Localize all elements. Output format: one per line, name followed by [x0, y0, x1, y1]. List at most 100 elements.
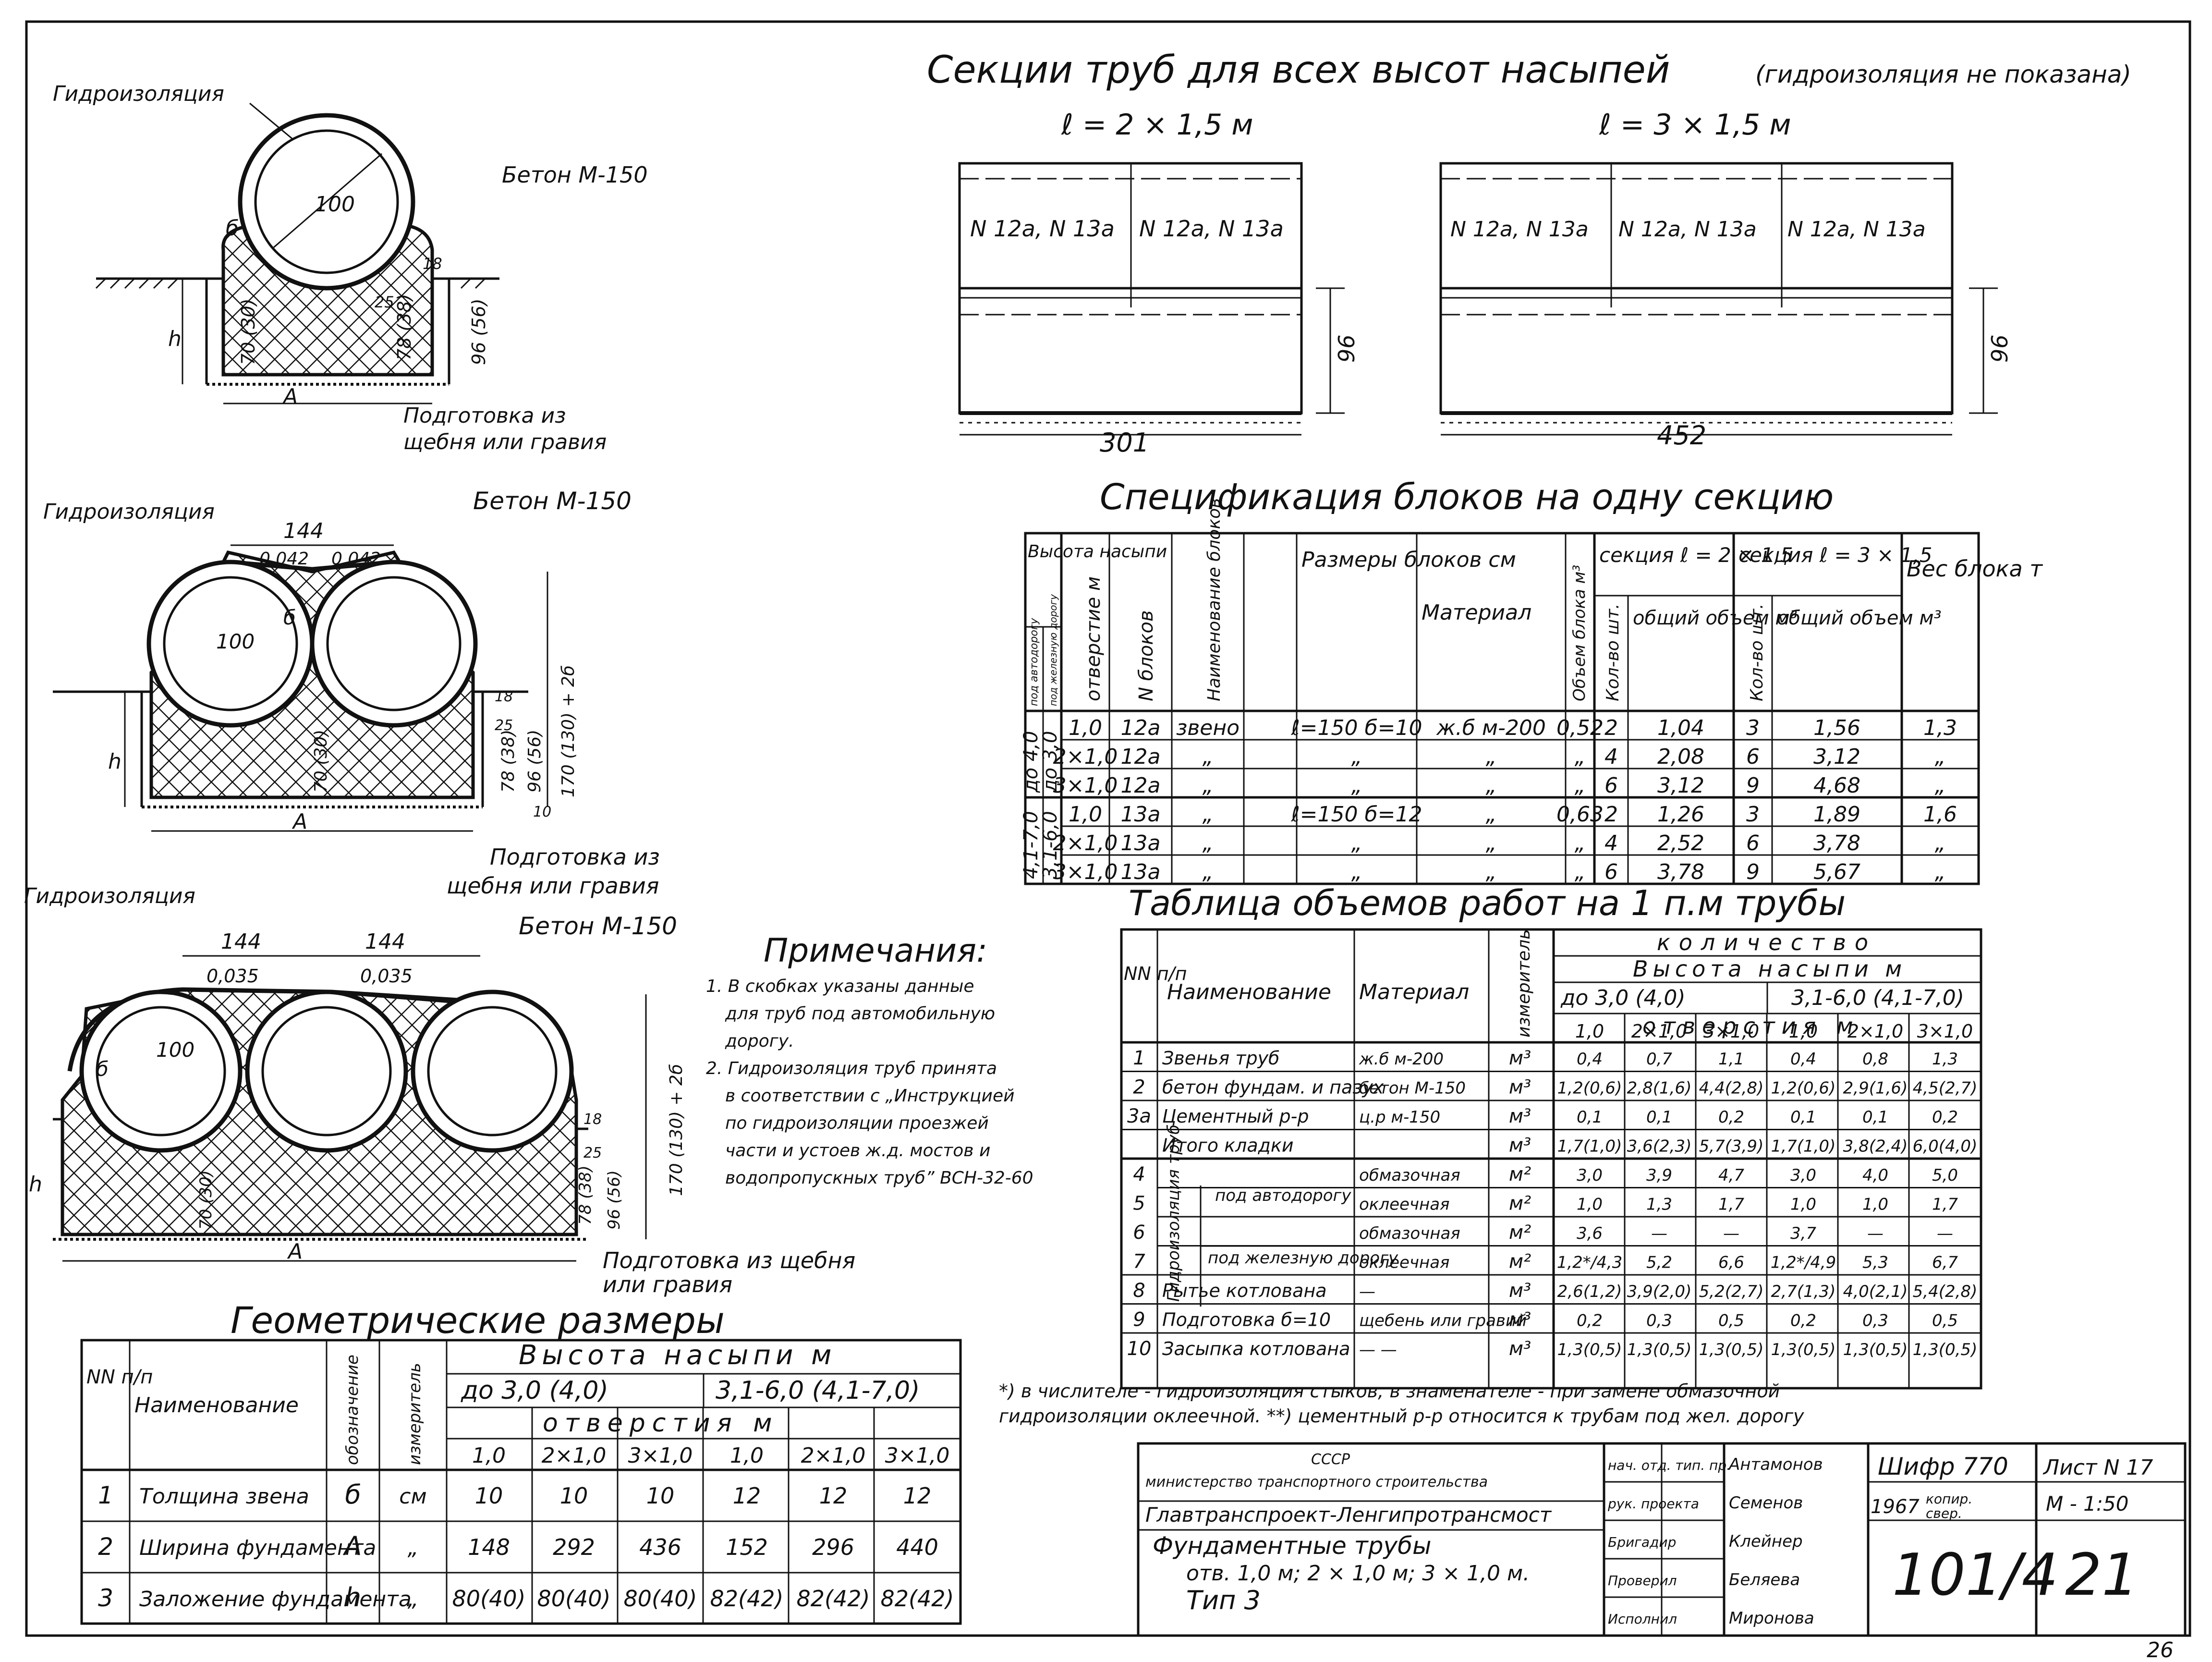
- stamp-name: Клейнер: [1729, 1532, 1803, 1551]
- geom-row-unit: „: [408, 1587, 419, 1612]
- works-row-number: 9: [1133, 1309, 1145, 1331]
- stamp-name: Миронова: [1729, 1609, 1814, 1628]
- works-cell: —: [1937, 1224, 1953, 1243]
- footnote-line-2: гидроизоляции оклеечной. **) цементный р…: [999, 1405, 1804, 1427]
- spec-h-nblock: N блоков: [1135, 610, 1157, 701]
- geom-cell: 82(42): [881, 1586, 954, 1612]
- spec-group-1-rail: до 3,0: [1039, 731, 1061, 793]
- works-cell: 4,0: [1862, 1166, 1888, 1185]
- spec-cell: 6: [1604, 773, 1618, 798]
- works-cell: 2,8(1,6): [1627, 1079, 1692, 1098]
- d2-concrete: Бетон М-150: [473, 487, 632, 515]
- stamp-doc: 101/4: [1892, 1542, 2058, 1609]
- spec-h-opening: отверстие м: [1082, 576, 1105, 701]
- section-left-height: 96: [1334, 334, 1360, 363]
- d2-dim-1: 70 (30): [311, 730, 331, 793]
- geom-row-unit: см: [399, 1484, 426, 1509]
- spec-cell: ℓ=150 б=10: [1290, 716, 1422, 740]
- d2-dim-4: 170 (130) + 2б: [559, 665, 578, 797]
- note-line-1: 1. В скобках указаны данные: [706, 977, 974, 996]
- works-row-unit: м²: [1509, 1163, 1531, 1185]
- d3-dim-3: 96 (56): [605, 1170, 624, 1230]
- geom-opening-header: 1,0: [472, 1443, 506, 1468]
- geom-cell: 10: [646, 1483, 675, 1509]
- spec-cell: „: [1575, 831, 1586, 855]
- geom-opening-header: 3×1,0: [628, 1443, 693, 1468]
- works-row-unit: м²: [1509, 1222, 1531, 1244]
- spec-h-material: Материал: [1422, 600, 1531, 625]
- spec-cell: „: [1486, 802, 1497, 827]
- works-cell: 4,5(2,7): [1913, 1079, 1978, 1098]
- d3-slope-1: 0,035: [207, 965, 259, 987]
- d3-concrete: Бетон М-150: [519, 912, 677, 940]
- works-cell: 2,7(1,3): [1771, 1282, 1836, 1301]
- section-right-drawing: [1439, 162, 1998, 436]
- spec-cell: 3: [1746, 716, 1760, 740]
- d1-prep-1: Подготовка из: [403, 403, 566, 428]
- works-cell: 6,7: [1932, 1253, 1958, 1272]
- spec-cell: 12а: [1121, 745, 1161, 769]
- works-row-name: Цементный р-р: [1162, 1106, 1309, 1127]
- works-row-material: обмазочная: [1359, 1166, 1460, 1185]
- d3-dim-1: 70 (30): [196, 1170, 216, 1230]
- works-cell: 2,6(1,2): [1557, 1282, 1622, 1301]
- works-row-material: обмазочная: [1359, 1224, 1460, 1243]
- spec-cell: 3: [1746, 802, 1760, 827]
- geom-cell: 148: [468, 1534, 510, 1560]
- works-cell: 1,3(0,5): [1913, 1340, 1978, 1359]
- works-cell: 3,0: [1790, 1166, 1816, 1185]
- d2-dim-2: 78 (38): [498, 730, 518, 793]
- spec-table-grid: [1024, 532, 1980, 885]
- works-cell: 1,3(0,5): [1627, 1340, 1692, 1359]
- works-cell: 0,3: [1646, 1311, 1672, 1331]
- works-row-unit: м³: [1509, 1076, 1531, 1099]
- geom-cell: 436: [639, 1534, 681, 1560]
- spec-cell: „: [1203, 860, 1214, 884]
- spec-cell: 12а: [1121, 716, 1161, 740]
- works-cell: 1,3: [1646, 1195, 1672, 1214]
- spec-group-1-auto: до 4,0: [1020, 731, 1042, 793]
- stamp-org-2: министерство транспортного строительства: [1145, 1474, 1488, 1491]
- spec-cell: 3×1,0: [1053, 773, 1118, 798]
- note-line-4: 2. Гидроизоляция труб принята: [706, 1059, 997, 1078]
- works-cell: 1,1: [1718, 1050, 1744, 1069]
- spec-cell: „: [1203, 745, 1214, 769]
- works-cell: 1,0: [1790, 1195, 1816, 1214]
- stamp-code: Шифр 770: [1878, 1453, 2008, 1480]
- d3-diameter: 100: [156, 1038, 194, 1062]
- works-row-unit: м³: [1509, 1135, 1531, 1157]
- spec-cell: 3,78: [1657, 860, 1704, 884]
- stamp-role: рук. проекта: [1607, 1496, 1699, 1512]
- works-row-material: ж.б м-200: [1359, 1050, 1444, 1069]
- spec-cell: „: [1935, 773, 1946, 798]
- geom-row-name: Ширина фундамента: [139, 1536, 376, 1560]
- works-row-number: 4: [1133, 1163, 1145, 1185]
- works-cell: 0,7: [1646, 1050, 1672, 1069]
- geom-cell: 82(42): [797, 1586, 870, 1612]
- geom-h-g2: 3,1-6,0 (4,1-7,0): [716, 1376, 920, 1405]
- works-cell: 4,7: [1718, 1166, 1744, 1185]
- geom-opening-header: 2×1,0: [801, 1443, 866, 1468]
- works-row-number: 1: [1133, 1047, 1145, 1069]
- d3-a: А: [287, 1239, 303, 1264]
- geom-row-unit: „: [408, 1536, 419, 1560]
- geom-h-height: Высота насыпи м: [519, 1340, 836, 1371]
- works-opening-header: 2×1,0: [1847, 1021, 1903, 1042]
- spec-h-sec2: секция ℓ = 2 × 1,5: [1599, 543, 1793, 567]
- stamp-name: Беляева: [1729, 1570, 1800, 1589]
- works-row-name: Рытье котлована: [1162, 1280, 1327, 1301]
- works-cell: 1,0: [1577, 1195, 1603, 1214]
- spec-cell: „: [1351, 745, 1362, 769]
- spec-cell: 1,26: [1657, 802, 1704, 827]
- spec-h-volume: Объем блока м³: [1570, 565, 1589, 701]
- stamp-copy: копир.: [1926, 1491, 1972, 1507]
- spec-cell: 13а: [1121, 831, 1161, 855]
- works-cell: 5,2(2,7): [1699, 1282, 1764, 1301]
- works-cell: 0,5: [1718, 1311, 1744, 1331]
- works-row-material: щебень или гравий: [1359, 1311, 1527, 1331]
- works-row-number: 6: [1133, 1222, 1145, 1244]
- spec-h-sec3: секция ℓ = 3 × 1,5: [1738, 543, 1932, 567]
- geom-row-symbol: А: [343, 1531, 362, 1561]
- geom-opening-header: 3×1,0: [885, 1443, 950, 1468]
